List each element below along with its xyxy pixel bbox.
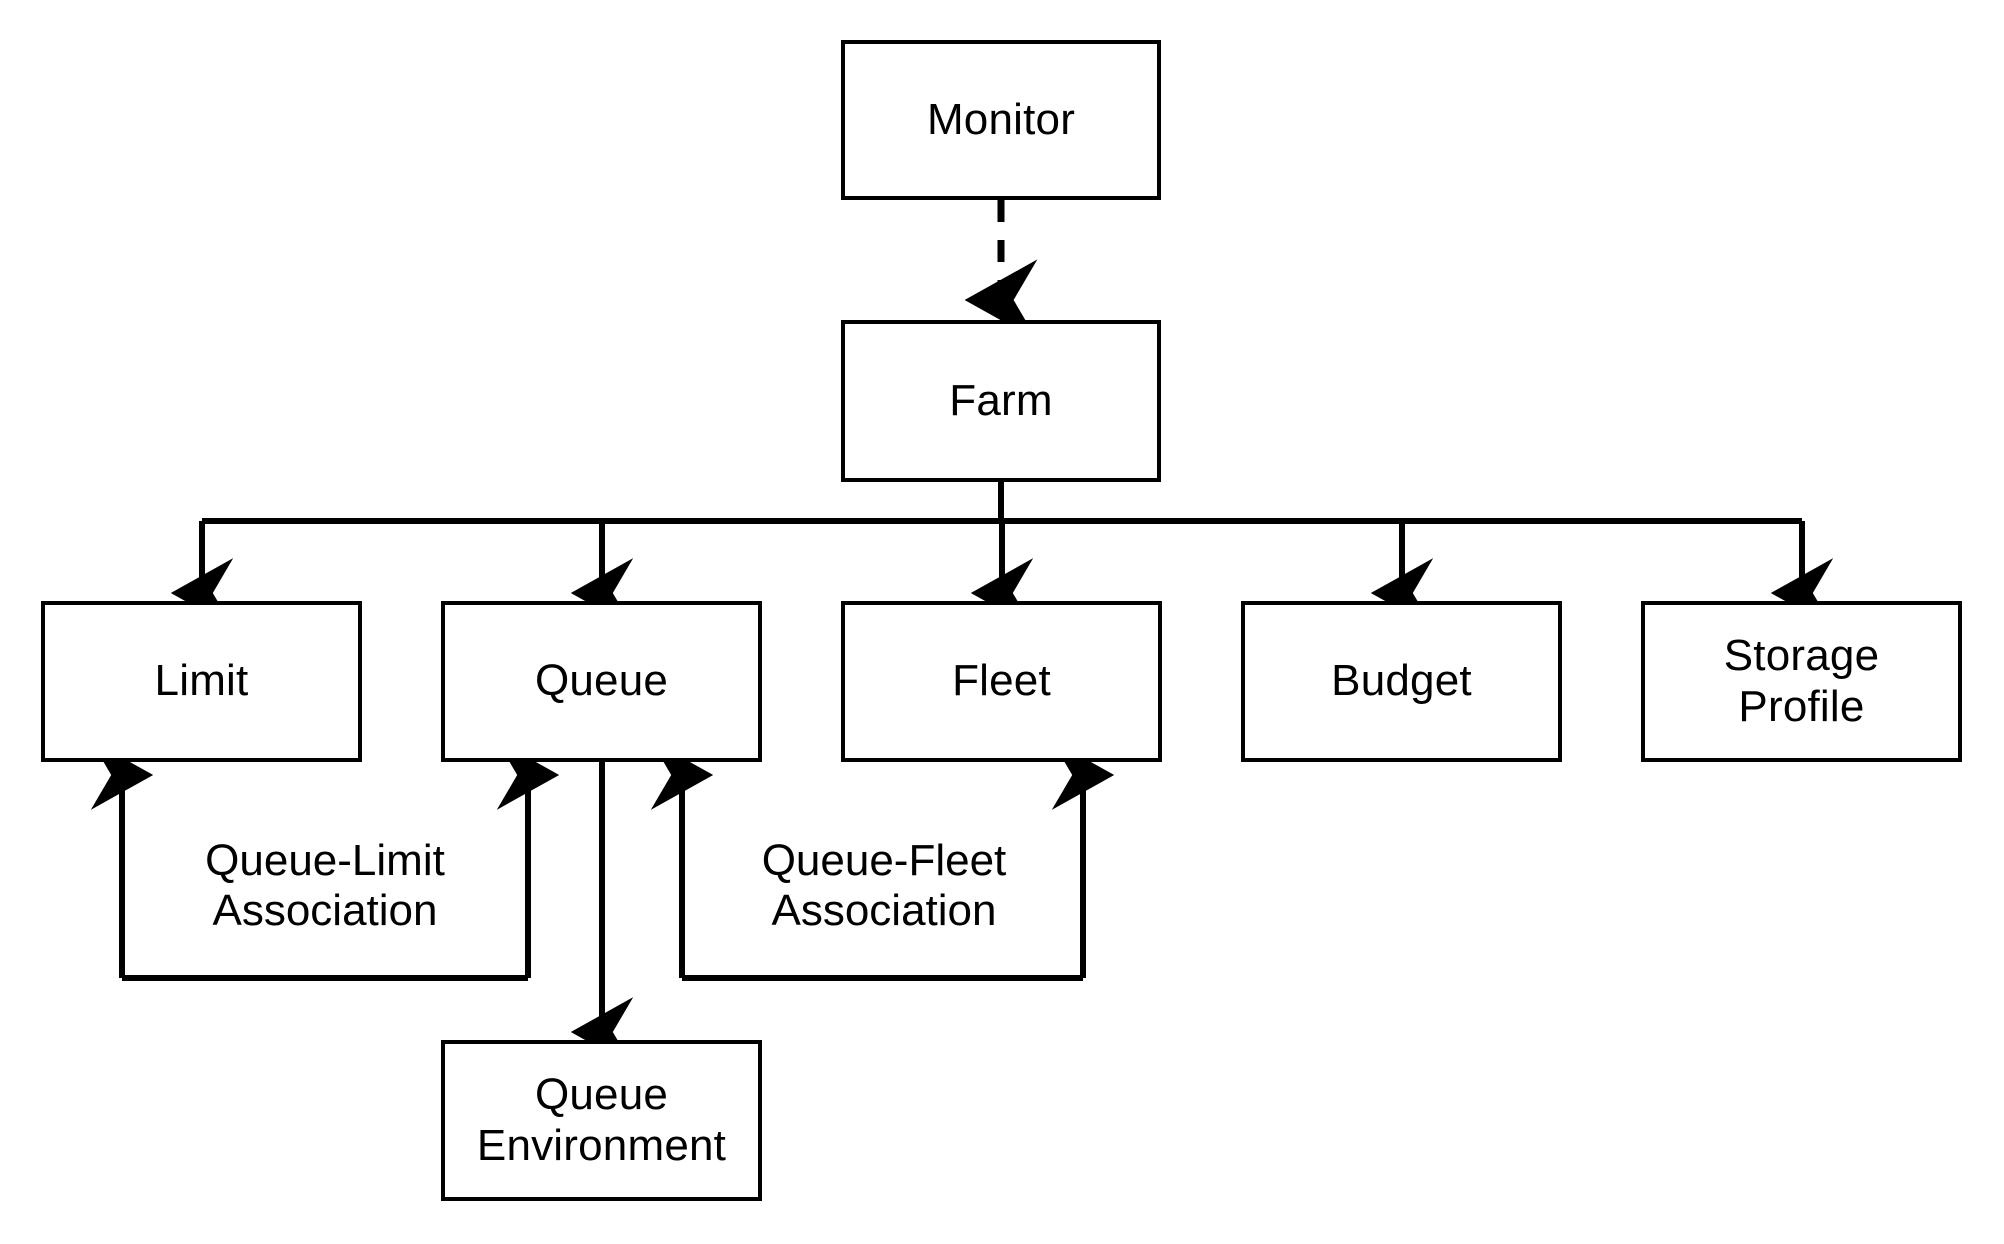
edge-farm-bus	[202, 482, 1802, 524]
node-limit[interactable]: Limit	[41, 601, 362, 762]
node-monitor[interactable]: Monitor	[841, 40, 1161, 200]
node-monitor-label: Monitor	[926, 94, 1076, 144]
node-queue[interactable]: Queue	[441, 601, 762, 762]
edge-label-queue-fleet-association: Queue-Fleet Association	[761, 836, 1007, 936]
node-queue-environment-label: Queue Environment	[476, 1070, 727, 1170]
edge-label-queue-limit-association: Queue-Limit Association	[205, 836, 445, 936]
node-farm[interactable]: Farm	[841, 320, 1161, 482]
edge-queue-fleet-association	[650, 740, 1115, 981]
node-budget-label: Budget	[1331, 656, 1472, 706]
node-budget[interactable]: Budget	[1241, 601, 1562, 762]
node-fleet[interactable]: Fleet	[841, 601, 1162, 762]
node-storage-profile-label: Storage Profile	[1723, 631, 1880, 731]
node-queue-environment[interactable]: Queue Environment	[441, 1040, 762, 1201]
node-fleet-label: Fleet	[952, 656, 1051, 706]
node-queue-label: Queue	[534, 656, 669, 706]
node-farm-label: Farm	[949, 375, 1053, 425]
edge-queue-limit-association	[90, 740, 560, 981]
node-limit-label: Limit	[154, 656, 249, 706]
node-storage-profile[interactable]: Storage Profile	[1641, 601, 1962, 762]
